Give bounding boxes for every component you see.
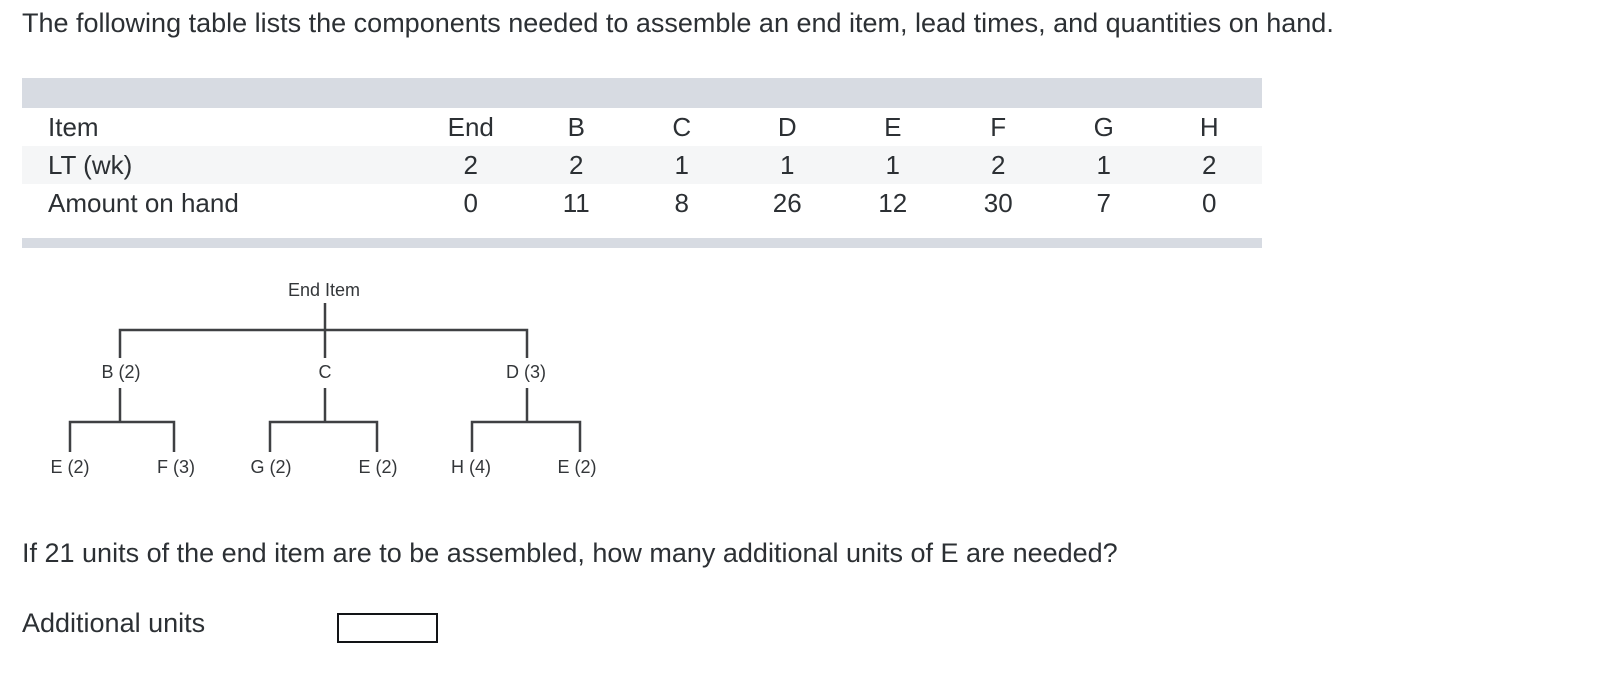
lt-cell-f: 2	[991, 149, 1006, 180]
lt-cell-h: 2	[1202, 149, 1217, 180]
item-cell-f: F	[990, 111, 1007, 142]
row-header-onhand: Amount on hand	[48, 187, 239, 218]
components-table: Item End B C D E F G H LT (wk) 2 2 1 1 1…	[22, 78, 1262, 248]
lt-cell-g: 1	[1096, 149, 1111, 180]
product-structure-tree: End Item B (2) C D (3) E (2) F (3) G (2)…	[0, 268, 620, 483]
tree-node-end-item: End Item	[287, 280, 361, 300]
lt-cell-c: 1	[674, 149, 689, 180]
table-row-leadtime: LT (wk) 2 2 1 1 1 2 1 2	[22, 146, 1262, 184]
lt-cell-e: 1	[885, 149, 900, 180]
tree-node-c: C	[318, 362, 332, 382]
item-cell-d: D	[777, 111, 797, 142]
tree-leaf-h-under-d: H (4)	[451, 457, 491, 477]
lt-cell-b: 2	[569, 149, 584, 180]
onhand-cell-f: 30	[983, 187, 1013, 218]
item-cell-end: End	[447, 111, 494, 142]
intro-text: The following table lists the components…	[22, 8, 1334, 38]
item-cell-e: E	[884, 111, 902, 142]
lt-cell-end: 2	[463, 149, 478, 180]
question-text: If 21 units of the end item are to be as…	[22, 538, 1118, 568]
tree-leaf-e-under-d: E (2)	[557, 457, 597, 477]
item-cell-b: B	[567, 111, 585, 142]
table-bottom-band	[22, 238, 1262, 248]
additional-units-label: Additional units	[22, 608, 206, 638]
item-cell-h: H	[1199, 111, 1219, 142]
onhand-cell-end: 0	[463, 187, 478, 218]
table-top-band	[22, 78, 1262, 108]
item-cell-g: G	[1093, 111, 1114, 142]
components-table-grid: Item End B C D E F G H LT (wk) 2 2 1 1 1…	[22, 108, 1262, 222]
onhand-cell-h: 0	[1202, 187, 1217, 218]
table-row-item: Item End B C D E F G H	[22, 108, 1262, 146]
item-cell-c: C	[672, 111, 692, 142]
tree-node-b: B (2)	[101, 362, 141, 382]
tree-leaf-f-under-b: F (3)	[157, 457, 195, 477]
row-header-leadtime: LT (wk)	[48, 149, 133, 180]
onhand-cell-e: 12	[878, 187, 908, 218]
onhand-cell-g: 7	[1096, 187, 1111, 218]
table-row-onhand: Amount on hand 0 11 8 26 12 30 7 0	[22, 184, 1262, 222]
tree-lines	[68, 303, 582, 452]
table-bottom-spacer	[22, 222, 1262, 238]
row-header-item: Item	[48, 111, 99, 142]
onhand-cell-d: 26	[772, 187, 802, 218]
onhand-cell-b: 11	[562, 187, 590, 218]
onhand-cell-c: 8	[674, 187, 689, 218]
additional-units-input[interactable]	[337, 613, 438, 643]
tree-leaf-e-under-c: E (2)	[358, 457, 398, 477]
tree-leaf-e-under-b: E (2)	[50, 457, 90, 477]
tree-node-d: D (3)	[506, 362, 546, 382]
tree-leaf-g-under-c: G (2)	[250, 457, 292, 477]
lt-cell-d: 1	[780, 149, 795, 180]
